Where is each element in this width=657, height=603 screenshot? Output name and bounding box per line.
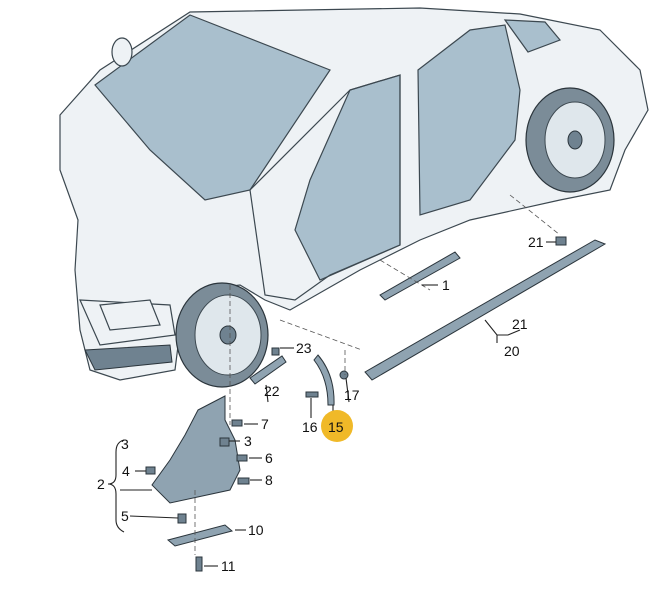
label-part-15[interactable]: 15	[328, 419, 344, 435]
label-part-4[interactable]: 4	[122, 463, 130, 479]
label-part-3[interactable]: 3	[244, 433, 252, 449]
part-4-nut	[145, 466, 156, 475]
label-part-8[interactable]: 8	[265, 472, 273, 488]
part-7-bolt	[231, 419, 243, 427]
part-23-clip	[271, 347, 280, 356]
label-part-16[interactable]: 16	[302, 419, 318, 435]
part-8-bolt	[237, 477, 250, 485]
label-part-22[interactable]: 22	[264, 383, 280, 399]
label-part-21[interactable]: 21	[512, 316, 528, 332]
part-16-clip	[305, 391, 319, 398]
highlight-part-15	[321, 410, 353, 442]
part-3-clip	[219, 437, 230, 447]
part-5-nut	[177, 513, 187, 524]
label-part-1[interactable]: 1	[442, 277, 450, 293]
label-part-3-group[interactable]: 3	[121, 436, 129, 452]
part-2-wheel-housing-liner	[151, 395, 241, 504]
quarter-window	[503, 19, 562, 53]
part-11-screw	[195, 556, 203, 572]
part-17-nut	[339, 370, 349, 380]
part-6-bolt	[236, 454, 248, 462]
label-part-23[interactable]: 23	[296, 340, 312, 356]
rear-door-window	[417, 24, 521, 216]
label-part-2[interactable]: 2	[97, 476, 105, 492]
front-grille	[84, 344, 173, 371]
part-21-clip	[555, 236, 567, 246]
part-15-seal	[313, 354, 335, 406]
label-part-20[interactable]: 20	[504, 343, 520, 359]
label-part-7[interactable]: 7	[261, 416, 269, 432]
label-part-6[interactable]: 6	[265, 450, 273, 466]
part-10-bracket	[166, 524, 234, 547]
car-body	[59, 7, 649, 381]
label-part-11[interactable]: 11	[221, 558, 236, 574]
part-20-side-skirt	[364, 239, 607, 381]
part-22-trim	[249, 355, 287, 385]
side-mirror	[111, 37, 133, 67]
part-1-sill-trim	[379, 251, 461, 301]
label-part-10[interactable]: 10	[248, 522, 264, 538]
rear-wheel	[525, 87, 615, 193]
label-part-21-clip[interactable]: 21	[528, 234, 544, 250]
label-part-17[interactable]: 17	[344, 387, 360, 403]
front-wheel	[175, 282, 269, 388]
label-part-5[interactable]: 5	[121, 508, 129, 524]
